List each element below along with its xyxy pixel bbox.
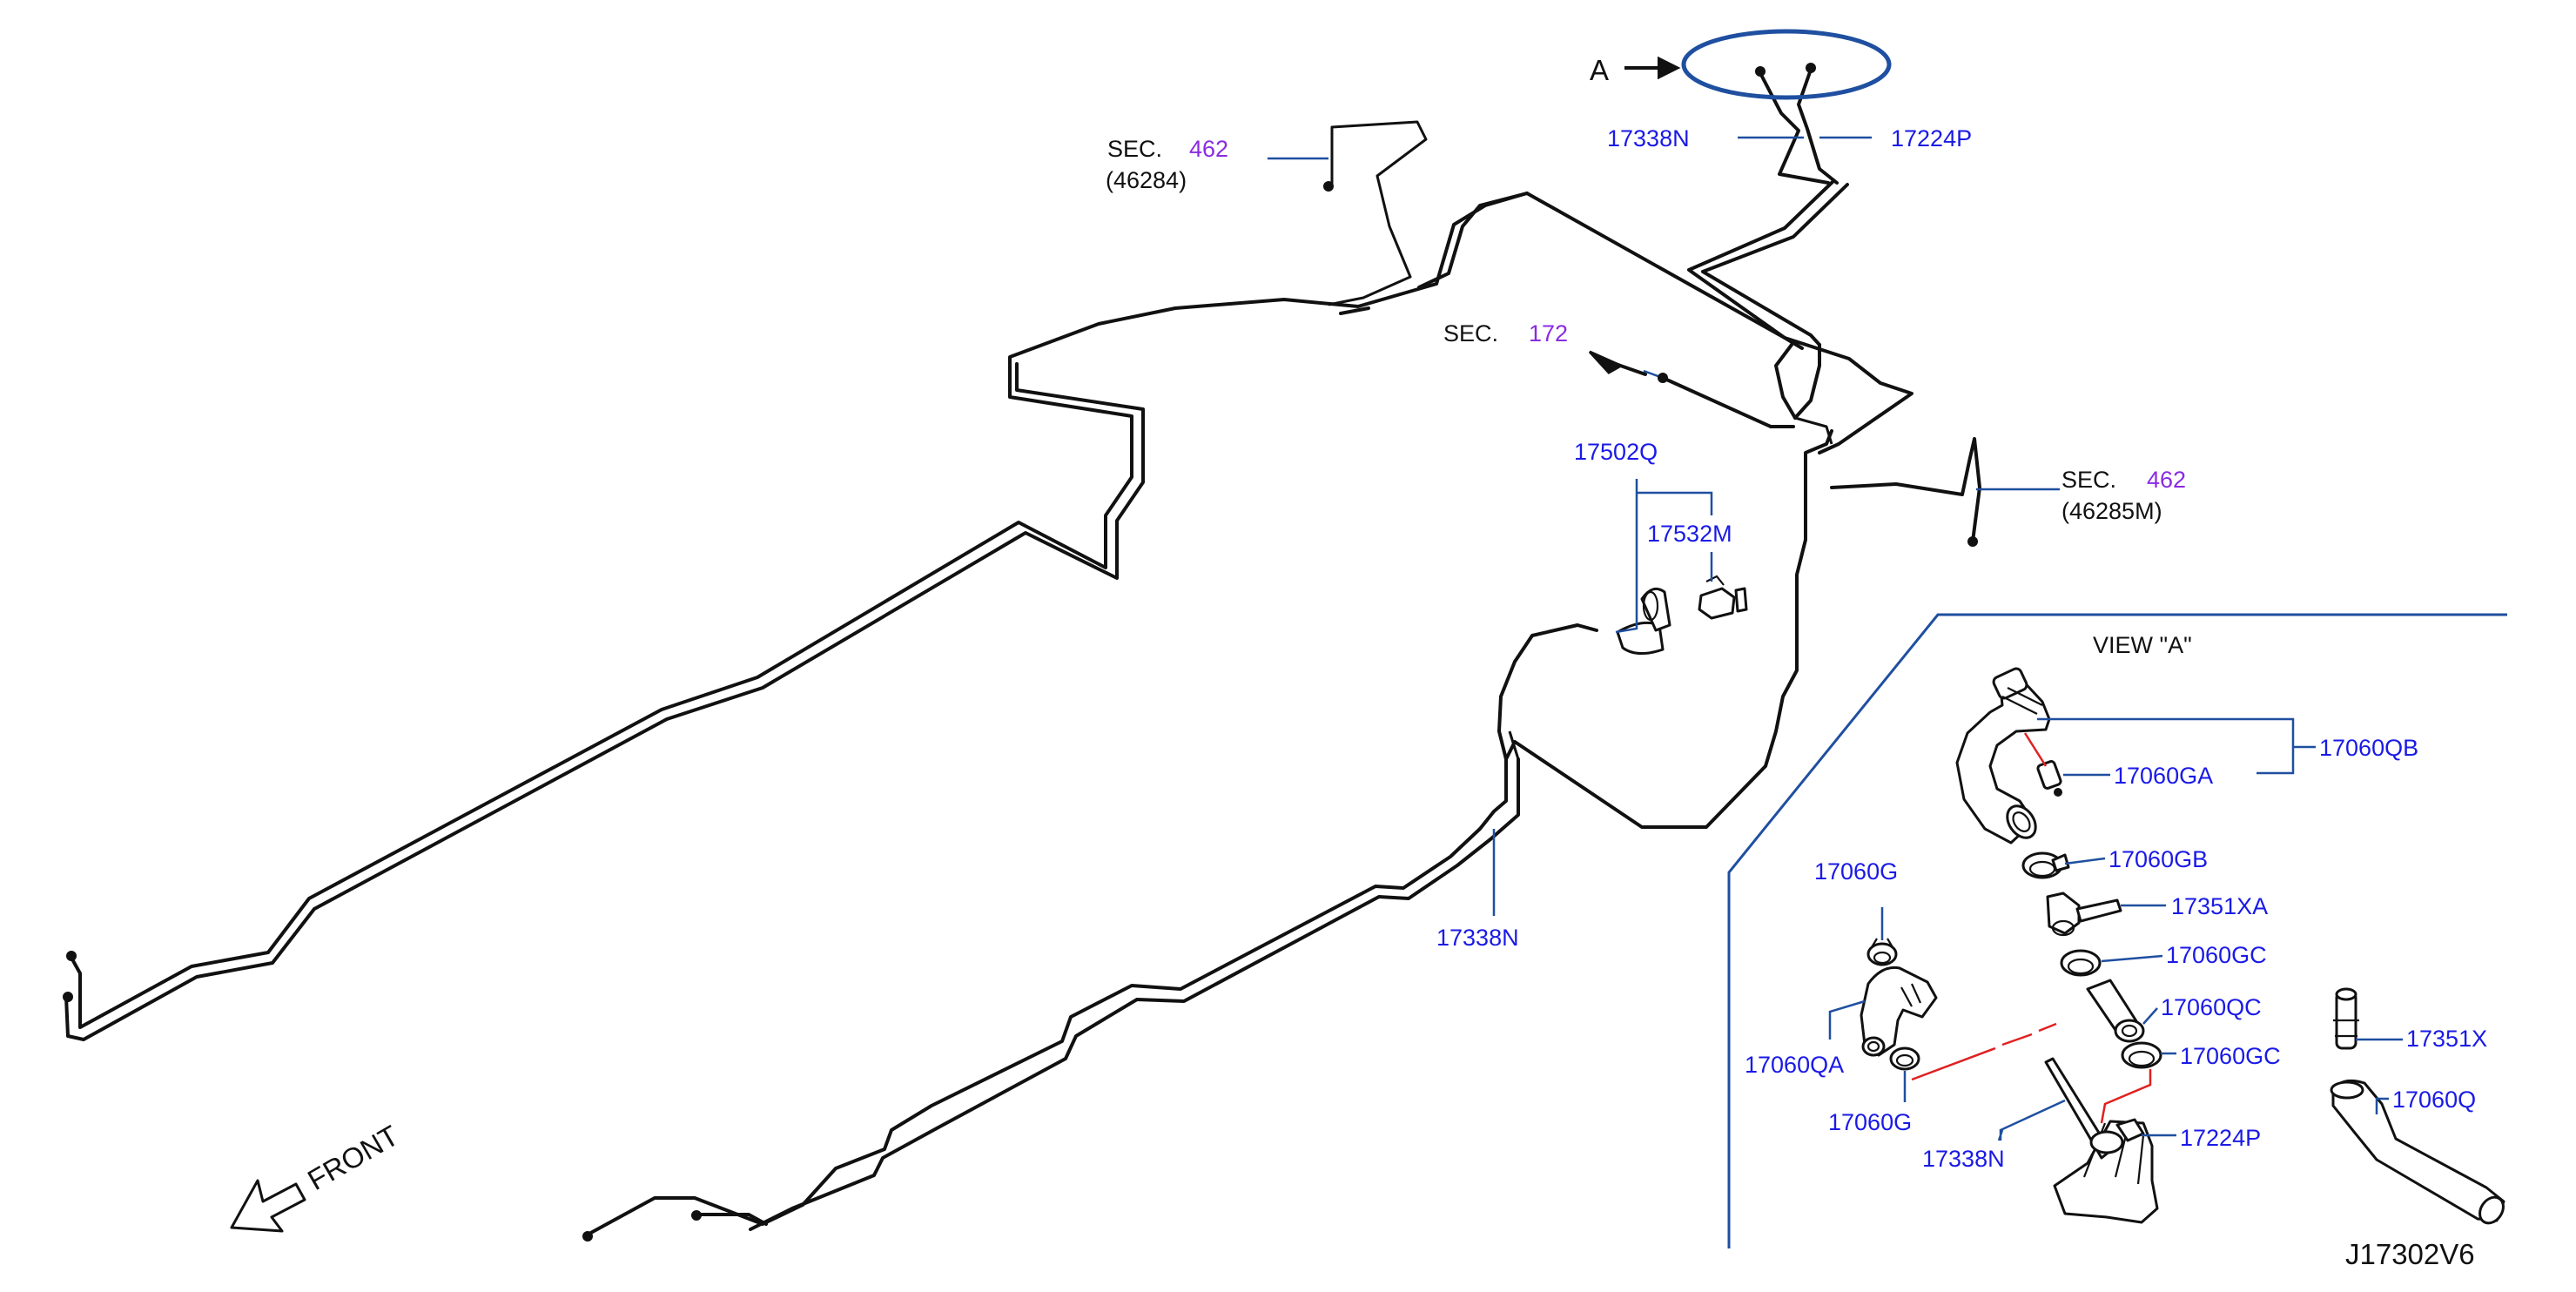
clamp-17060GC-1-part — [2060, 949, 2102, 977]
clamp-17060G-top-part — [1866, 938, 1898, 966]
elbow-17060QA-part — [1860, 966, 1938, 1057]
red-connector-GA — [2023, 732, 2048, 767]
sec-172-number: 172 — [1529, 320, 1568, 347]
part-17351XA: 17351XA — [2171, 893, 2268, 919]
part-17060GB: 17060GB — [2109, 846, 2208, 872]
part-17060GC-2: 17060GC — [2180, 1043, 2281, 1069]
hose-17060QB-part — [1955, 667, 2051, 845]
clamp-17060GC-2-part — [2121, 1041, 2162, 1069]
part-17224P-view: 17224P — [2180, 1125, 2261, 1151]
hose-17060Q-part — [2330, 1079, 2505, 1225]
long-fuel-line-right — [582, 429, 1833, 1242]
tank-filler-tubes — [1687, 63, 1849, 350]
sec-172-prefix: SEC. — [1443, 320, 1498, 347]
hose-17060QC-part — [2086, 979, 2145, 1043]
view-a-title: VIEW "A" — [2093, 632, 2192, 658]
part-17502Q: 17502Q — [1574, 439, 1658, 465]
sec-462-right-prefix: SEC. — [2061, 467, 2116, 493]
sec-462-right-ref: (46285M) — [2061, 498, 2162, 524]
part-17338N-top: 17338N — [1607, 125, 1690, 151]
clamp-17060G-bottom-part — [1889, 1046, 1920, 1071]
main-leaders — [1268, 136, 2060, 916]
diagram-id: J17302V6 — [2345, 1238, 2475, 1270]
part-17338N-main: 17338N — [1436, 925, 1519, 951]
part-17224P-top: 17224P — [1891, 125, 1972, 151]
part-17060GA: 17060GA — [2114, 763, 2213, 789]
part-17060G-top: 17060G — [1814, 858, 1898, 885]
front-label: FRONT — [302, 1119, 404, 1196]
sec-172-arrow — [1588, 350, 1795, 428]
valve-17351X-part — [2333, 987, 2359, 1050]
part-17060Q: 17060Q — [2392, 1087, 2476, 1113]
sec-462-top-ref: (46284) — [1106, 167, 1187, 193]
sec-462-top-prefix: SEC. — [1107, 136, 1162, 162]
view-a-panel-border — [1727, 613, 2507, 1248]
part-17060G-bottom: 17060G — [1828, 1109, 1912, 1135]
part-17338N-view: 17338N — [1922, 1146, 2005, 1172]
front-arrow-icon — [230, 1179, 306, 1233]
long-fuel-line-left — [63, 120, 1529, 1041]
clip-17060GA-part — [2036, 760, 2062, 797]
sec-462-top-number: 462 — [1189, 136, 1228, 162]
red-connector-17224P — [2100, 1069, 2152, 1124]
view-a-leaders — [1828, 717, 2403, 1141]
part-17060QA: 17060QA — [1745, 1052, 1844, 1078]
valve-17351XA-part — [2046, 892, 2122, 937]
part-17060QC: 17060QC — [2161, 994, 2262, 1020]
part-17532M: 17532M — [1647, 521, 1732, 547]
red-connector-17338N — [1911, 1022, 2057, 1081]
view-a-arrow-label: A — [1590, 54, 1609, 86]
clip-17502Q-part — [1616, 587, 1671, 655]
sec-462-right-number: 462 — [2147, 467, 2186, 493]
clamp-17060GB-part — [2021, 851, 2070, 879]
view-a-arrow-icon — [1624, 56, 1681, 80]
part-17060QB: 17060QB — [2319, 735, 2418, 761]
part-17351X: 17351X — [2406, 1026, 2487, 1052]
view-a-highlight-ellipse — [1681, 29, 1892, 100]
clip-17532M-part — [1698, 575, 1748, 620]
part-17060GC-1: 17060GC — [2166, 942, 2267, 968]
tank-neck-assembly-part — [2044, 1057, 2159, 1224]
